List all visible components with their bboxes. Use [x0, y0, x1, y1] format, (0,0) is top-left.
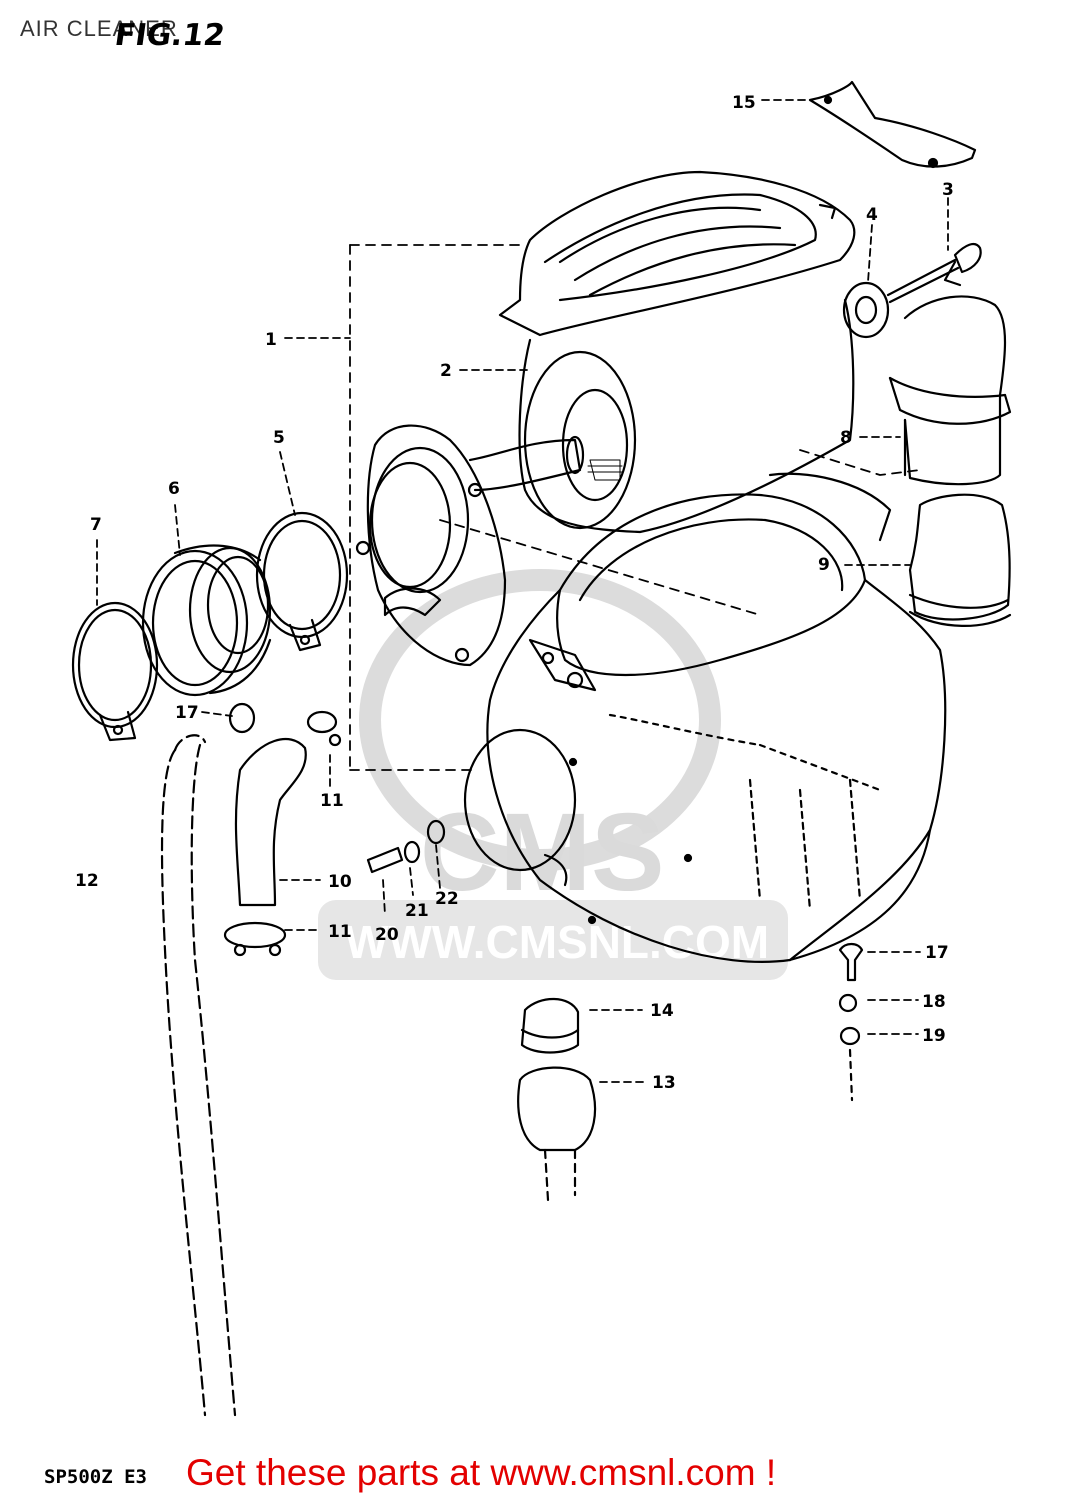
callout-19: 19 — [922, 1026, 946, 1046]
wing-bolt — [886, 242, 982, 304]
bolt-washer-group — [366, 819, 446, 874]
model-code: SP500Z E3 — [44, 1466, 147, 1488]
drain-cap — [520, 997, 580, 1054]
promo-link[interactable]: Get these parts at www.cmsnl.com ! — [186, 1452, 777, 1493]
callout-20: 20 — [375, 925, 399, 945]
callout-11b: 11 — [328, 922, 352, 942]
callout-1: 1 — [265, 330, 277, 350]
cleaner-cover — [498, 170, 856, 337]
leader-lines — [96, 99, 949, 1083]
callout-18: 18 — [922, 992, 946, 1012]
callout-21: 21 — [405, 901, 429, 921]
watermark: CMS WWW.CMSNL.COM — [318, 569, 788, 980]
callout-5: 5 — [273, 428, 285, 448]
callout-15: 14 — [650, 1001, 674, 1021]
callout-22: 22 — [435, 889, 459, 909]
callout-10: 10 — [328, 872, 352, 892]
page-title: AIR CLEANER — [20, 16, 178, 41]
watermark-logo: CMS — [420, 791, 664, 914]
air-inlet — [908, 493, 1012, 627]
grommet — [842, 281, 890, 339]
callout-12: 12 — [75, 871, 99, 891]
hose-clip-13 — [228, 702, 256, 734]
watermark-url: WWW.CMSNL.COM — [345, 916, 769, 968]
callout-3: 3 — [942, 180, 954, 200]
callout-2: 2 — [440, 361, 452, 381]
callout-9: 9 — [818, 555, 830, 575]
clamp-small — [255, 511, 349, 652]
clamp-large — [71, 601, 159, 742]
callout-6: 6 — [168, 479, 180, 499]
intake-joint — [141, 544, 272, 697]
callout-16: 15 — [732, 93, 756, 113]
callout-13: 17 — [175, 703, 199, 723]
bracket-strap — [808, 80, 977, 169]
callout-7: 7 — [90, 515, 102, 535]
cleaner-case — [463, 472, 947, 963]
callout-14: 13 — [652, 1073, 676, 1093]
callout-11a: 11 — [320, 791, 344, 811]
drain-hose — [160, 734, 237, 1417]
callout-4: 4 — [866, 205, 878, 225]
intake-flange — [355, 424, 585, 667]
screw-nut-group — [838, 942, 864, 1102]
assembly-bracket-lines — [349, 244, 921, 771]
filter-element — [518, 298, 855, 534]
intake-cap — [888, 295, 1012, 486]
callout-8: 8 — [840, 428, 852, 448]
drain-plug — [517, 1066, 597, 1202]
callout-17: 17 — [925, 943, 949, 963]
callout-labels: 15 3 4 1 2 5 8 6 7 9 17 11 12 10 22 21 1… — [75, 93, 954, 1093]
breather-hose — [223, 710, 342, 957]
